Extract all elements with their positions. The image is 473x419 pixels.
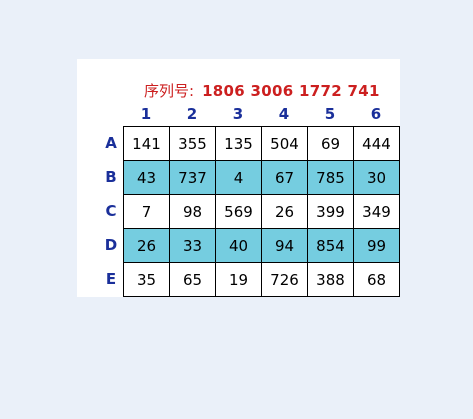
row-header-d: D: [104, 236, 118, 254]
grid-cell: 504: [261, 126, 308, 161]
grid-cell: 98: [169, 194, 216, 229]
grid-cell: 68: [353, 262, 400, 297]
grid-cell: 135: [215, 126, 262, 161]
grid-cell: 26: [123, 228, 170, 263]
grid-row-c: 7 98 569 26 399 349: [123, 194, 400, 229]
column-header-6: 6: [370, 105, 382, 123]
grid-cell: 35: [123, 262, 170, 297]
grid-row-e: 35 65 19 726 388 68: [123, 262, 400, 297]
serial-number: 序列号: 1806 3006 1772 741: [144, 81, 380, 101]
column-header-1: 1: [140, 105, 152, 123]
grid-cell: 141: [123, 126, 170, 161]
column-header-5: 5: [324, 105, 336, 123]
grid-cell: 388: [307, 262, 354, 297]
row-header-c: C: [105, 202, 117, 220]
grid-cell: 67: [261, 160, 308, 195]
row-header-b: B: [105, 168, 117, 186]
grid-cell: 30: [353, 160, 400, 195]
grid-cell: 444: [353, 126, 400, 161]
grid-cell: 43: [123, 160, 170, 195]
grid-cell: 69: [307, 126, 354, 161]
row-header-e: E: [105, 270, 117, 288]
grid-cell: 569: [215, 194, 262, 229]
grid-cell: 349: [353, 194, 400, 229]
grid-cell: 726: [261, 262, 308, 297]
grid-cell: 854: [307, 228, 354, 263]
grid-row-d: 26 33 40 94 854 99: [123, 228, 400, 263]
row-header-a: A: [105, 134, 117, 152]
grid-cell: 7: [123, 194, 170, 229]
grid-row-a: 141 355 135 504 69 444: [123, 126, 400, 161]
grid-cell: 26: [261, 194, 308, 229]
grid-cell: 4: [215, 160, 262, 195]
grid-cell: 399: [307, 194, 354, 229]
grid-cell: 33: [169, 228, 216, 263]
grid-cell: 99: [353, 228, 400, 263]
grid-cell: 94: [261, 228, 308, 263]
grid-cell: 40: [215, 228, 262, 263]
grid-cell: 19: [215, 262, 262, 297]
serial-card: 序列号: 1806 3006 1772 741 1 2 3 4 5 6 A B C…: [77, 59, 400, 297]
serial-code-grid: 141 355 135 504 69 444 43 737 4 67 785 3…: [123, 126, 400, 297]
column-header-3: 3: [232, 105, 244, 123]
grid-row-b: 43 737 4 67 785 30: [123, 160, 400, 195]
grid-cell: 785: [307, 160, 354, 195]
serial-value: 1806 3006 1772 741: [202, 82, 380, 100]
grid-cell: 65: [169, 262, 216, 297]
grid-cell: 355: [169, 126, 216, 161]
serial-label: 序列号:: [144, 82, 195, 100]
column-header-2: 2: [186, 105, 198, 123]
column-header-4: 4: [278, 105, 290, 123]
grid-cell: 737: [169, 160, 216, 195]
